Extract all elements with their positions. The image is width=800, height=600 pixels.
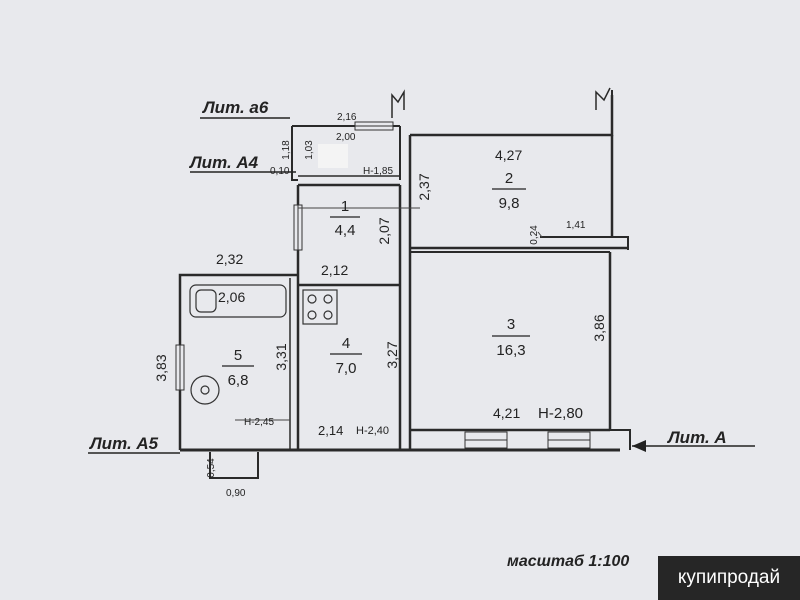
windows: [175, 121, 591, 449]
dim-r4-width: 2,14: [318, 423, 343, 438]
stove: [302, 289, 338, 325]
bathtub: [189, 284, 287, 318]
dim-r1-height: 2,07: [376, 217, 392, 244]
dim-a4-height: Н-1,85: [363, 166, 393, 177]
break-mark-right: [595, 87, 611, 110]
annex-a6-left: [291, 126, 298, 181]
dim-r5-top: 2,32: [216, 251, 243, 267]
room2-area: 9,8: [499, 195, 520, 212]
dim-a4-left: 0,10: [270, 166, 290, 177]
dim-a6-h1: 1,18: [281, 140, 292, 160]
room4-number: 4: [342, 335, 350, 352]
room2-number: 2: [505, 170, 513, 187]
room5-outer-wall: [178, 273, 298, 450]
dim-r5-bath: 2,06: [218, 289, 245, 305]
dim-r4-left: 3,31: [273, 343, 289, 370]
stove-burner-3: [307, 310, 317, 320]
watermark-badge: купипродай: [658, 556, 800, 600]
room3-area: 16,3: [496, 342, 525, 359]
dim-porch-width: 0,90: [226, 488, 246, 499]
dim-r5-height-vertical: 3,83: [153, 354, 169, 381]
dim-r3-width: 4,21: [493, 405, 520, 421]
dim-r2-small: 1,41: [566, 220, 586, 231]
leader-lines: [88, 117, 755, 454]
dim-r3-height: Н-2,80: [538, 405, 583, 422]
dim-a6-h2: 1,03: [304, 140, 315, 160]
arrow-lit-a: [632, 440, 646, 452]
lit-a-label: Лит. А: [666, 428, 727, 447]
room1-number: 1: [341, 198, 349, 215]
dim-r3-height-vertical: 3,86: [591, 314, 607, 341]
dim-a6-outer: 2,16: [337, 112, 357, 123]
stove-burner-1: [307, 294, 317, 304]
room3-number: 3: [507, 316, 515, 333]
porch: [209, 452, 259, 479]
dim-r5-height: Н-2,45: [244, 417, 274, 428]
room3-corner: [610, 429, 631, 450]
dim-r4-right: 3,27: [384, 341, 400, 368]
break-mark-left: [391, 89, 405, 118]
dim-r2-width: 4,27: [495, 147, 522, 163]
sink-drain: [200, 385, 210, 395]
dim-porch-height: 0,54: [206, 458, 217, 478]
fixtures: [189, 284, 338, 405]
stove-burner-2: [323, 294, 333, 304]
room2-step: [540, 236, 629, 250]
dim-a6-inner: 2,00: [336, 132, 356, 143]
room1-area: 4,4: [335, 222, 356, 239]
dim-r4-height: Н-2,40: [356, 425, 389, 437]
bathtub-drain: [195, 289, 217, 313]
stove-burner-4: [323, 310, 333, 320]
dimension-lines: [235, 207, 543, 421]
dim-r2-height: 2,37: [416, 173, 432, 200]
redacted-block: [318, 144, 348, 168]
room5-area: 6,8: [228, 372, 249, 389]
scale-label: масштаб 1:100: [507, 553, 629, 570]
dim-tick-step: [537, 231, 543, 238]
sink: [190, 375, 220, 405]
room5-number: 5: [234, 347, 242, 364]
room4-area: 7,0: [336, 360, 357, 377]
lit-a6-label: Лит. а6: [201, 98, 269, 117]
lit-a5-label: Лит. А5: [88, 434, 159, 453]
fraction-lines: [222, 188, 530, 367]
dim-r2-step: 0,24: [529, 225, 540, 245]
dim-r1-width: 2,12: [321, 262, 348, 278]
lit-a4-label: Лит. А4: [188, 153, 259, 172]
